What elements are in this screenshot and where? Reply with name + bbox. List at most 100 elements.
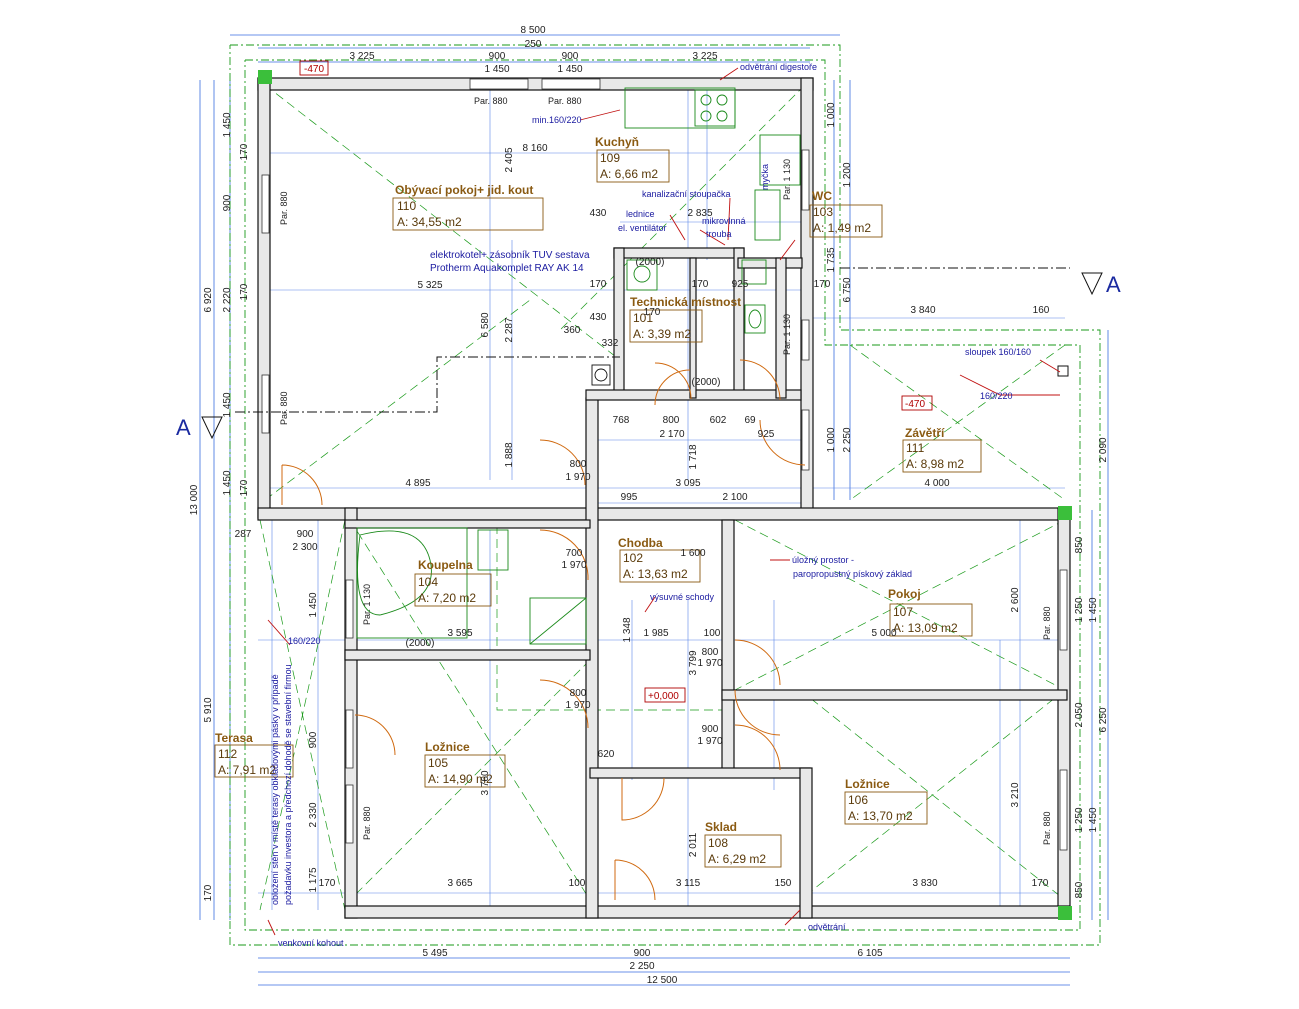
dim-label: 900 xyxy=(308,731,319,748)
dim-label: 2 090 xyxy=(1098,437,1109,462)
room-name: Ložnice xyxy=(425,740,470,754)
dim-label: 250 xyxy=(525,39,542,50)
level-mark: -470 xyxy=(905,399,925,410)
dims-interior: 8 160 2 405 2 835 430 170 5 325 170 360 … xyxy=(235,143,1050,889)
dim-label: 332 xyxy=(602,338,619,349)
dim-label: 1 450 xyxy=(222,112,233,137)
dim-label: 1 348 xyxy=(622,617,633,642)
dim-label: 900 xyxy=(297,529,314,540)
dim-label: 900 xyxy=(489,51,506,62)
note-160-220: 160/220 xyxy=(288,636,321,646)
room-number: 103 xyxy=(813,205,833,219)
dim-label: 3 115 xyxy=(676,878,701,889)
dim-label: 3 665 xyxy=(447,878,472,889)
dim-label: 5 910 xyxy=(203,697,214,722)
dim-label: 2 405 xyxy=(504,147,515,172)
dim-label: 1 175 xyxy=(308,867,319,892)
dim-label: 2 600 xyxy=(1010,587,1021,612)
dim-label: 1 735 xyxy=(826,247,837,272)
parapet-label: Par. 1 130 xyxy=(782,159,792,200)
dim-label: 2 050 xyxy=(1074,702,1085,727)
room-name: Obývací pokoj+ jid. kout xyxy=(395,183,533,197)
dim-label: 1 718 xyxy=(688,444,699,469)
dim-label: 8 160 xyxy=(522,143,547,154)
dim-label: 995 xyxy=(621,492,638,503)
level-mark: +0,000 xyxy=(648,691,679,702)
note-protherm: Protherm Aquakomplet RAY AK 14 xyxy=(430,263,584,274)
dim-label: 800 xyxy=(570,688,587,699)
note-terasa-1: obložení stěn v místě terasy obkladovými… xyxy=(270,674,280,905)
dim-label: 4 895 xyxy=(405,478,430,489)
dim-label: 2 250 xyxy=(842,427,853,452)
dim-label: 5 325 xyxy=(417,280,442,291)
dim-label: 925 xyxy=(732,279,749,290)
corner-columns xyxy=(258,70,1072,920)
room-area: A: 3,39 m2 xyxy=(633,327,691,341)
room-name: Technická místnost xyxy=(630,295,741,309)
room-name: Chodba xyxy=(618,536,663,550)
dim-label: 5 495 xyxy=(422,948,447,959)
dim-label: 3 095 xyxy=(675,478,700,489)
doors xyxy=(281,359,806,901)
dim-label: 5 000 xyxy=(871,628,896,639)
room-name: Kuchyň xyxy=(595,135,639,149)
level-mark: -470 xyxy=(304,64,324,75)
room-name: Pokoj xyxy=(888,587,921,601)
note-mikrovlnna: mikrovlnná xyxy=(702,216,746,226)
room-area: A: 13,09 m2 xyxy=(893,621,958,635)
dim-label: 430 xyxy=(590,312,607,323)
dim-label: 2 170 xyxy=(659,429,684,440)
room-number: 112 xyxy=(218,747,237,761)
room-name: Sklad xyxy=(705,820,737,834)
note-ulozny: úložný prostor - xyxy=(792,555,854,565)
room-name: Závětří xyxy=(905,426,945,440)
dim-label: 700 xyxy=(566,548,583,559)
dim-label: 3 595 xyxy=(447,628,472,639)
dim-label: 800 xyxy=(663,415,680,426)
dim-label: 100 xyxy=(569,878,586,889)
room-number: 101 xyxy=(633,311,653,325)
dim-label: 1 450 xyxy=(308,592,319,617)
room-number: 110 xyxy=(397,199,416,213)
room-area: A: 34,55 m2 xyxy=(397,215,462,229)
note-vysuvne: výsuvné schody xyxy=(650,592,715,602)
dim-label: 1 200 xyxy=(842,162,853,187)
room-area: A: 8,98 m2 xyxy=(906,457,964,471)
note-160-220: 160/220 xyxy=(980,391,1013,401)
dim-label: 900 xyxy=(634,948,651,959)
dim-label: 1 000 xyxy=(826,427,837,452)
dim-label: 8 500 xyxy=(520,25,545,36)
note-terasa-2: požadavku investora a předchozí dohodě s… xyxy=(283,664,293,905)
room-name: WC xyxy=(812,189,832,203)
room-area: A: 6,29 m2 xyxy=(708,852,766,866)
dim-label: 1 970 xyxy=(561,560,586,571)
note-venkovni-kohout: venkovní kohout xyxy=(278,938,344,948)
dim-label: 1 985 xyxy=(643,628,668,639)
parapet-label: Par. 880 xyxy=(279,391,289,425)
parapet-label: Par. 880 xyxy=(474,96,508,106)
dim-label: 1 970 xyxy=(697,658,722,669)
dim-label: 800 xyxy=(570,459,587,470)
dim-label: 2 250 xyxy=(629,961,654,972)
dim-label: 6 580 xyxy=(480,312,491,337)
dim-label: 360 xyxy=(564,325,581,336)
parapet-label: Par. 1 130 xyxy=(362,584,372,625)
windows xyxy=(261,78,1068,851)
dim-label: 3 830 xyxy=(912,878,937,889)
dim-label: 602 xyxy=(710,415,727,426)
note-kanalizacni: kanalizační stoupačka xyxy=(642,189,731,199)
room-name: Terasa xyxy=(215,731,253,745)
dim-label: 3 225 xyxy=(349,51,374,62)
parapet-label: Par. 880 xyxy=(1042,811,1052,845)
room-area: A: 13,70 m2 xyxy=(848,809,913,823)
dim-label: 800 xyxy=(702,647,719,658)
dim-label: 12 500 xyxy=(647,975,678,986)
room-name: Koupelna xyxy=(418,558,473,572)
room-name: Ložnice xyxy=(845,777,890,791)
dim-label: 850 xyxy=(1074,536,1085,553)
room-number: 111 xyxy=(906,441,925,455)
dim-label: 430 xyxy=(590,208,607,219)
room-boxes xyxy=(214,60,982,868)
dim-label: 170 xyxy=(239,283,250,300)
